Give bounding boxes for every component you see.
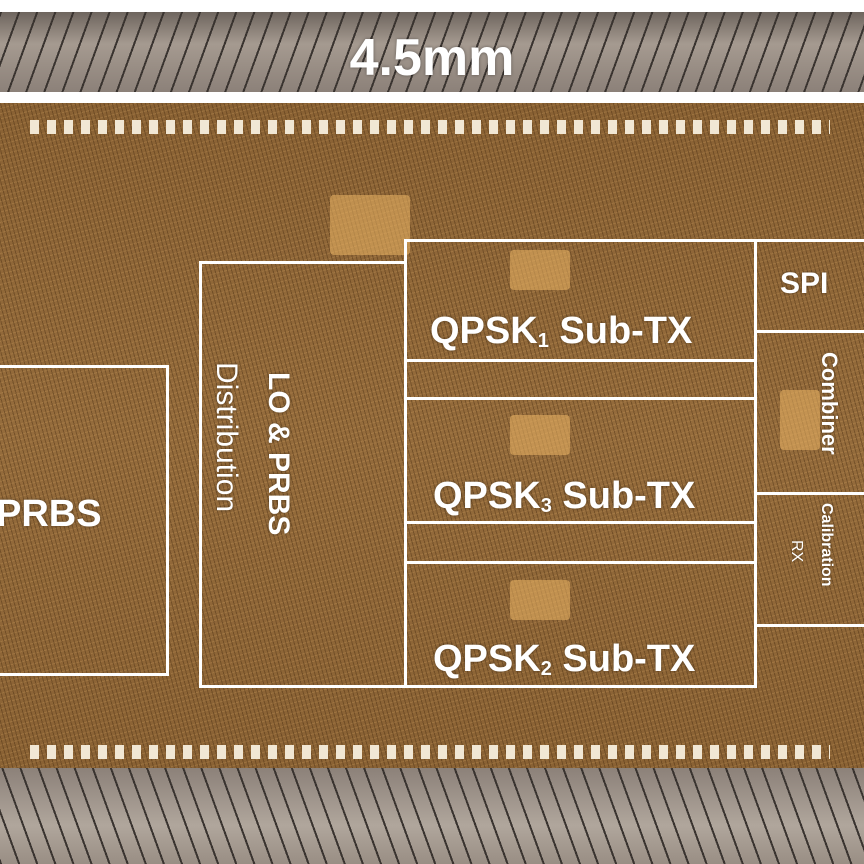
bond-wires-top (0, 12, 864, 92)
combiner-label: Combiner (817, 352, 842, 455)
scale-bar (0, 92, 864, 103)
die (0, 103, 864, 768)
lo-dist-label-1: LO & PRBS (262, 372, 295, 536)
circuit-tx2 (510, 580, 570, 620)
prbs-label: PRBS (0, 493, 102, 535)
qpsk1-sub: 1 (537, 330, 549, 352)
spi-label: SPI (780, 267, 829, 300)
calibration-label-2: RX (788, 540, 805, 563)
circuit-lo (330, 195, 410, 255)
qpsk3-label: QPSK3 Sub-TX (433, 475, 695, 518)
calibration-label-1: Calibration (818, 503, 835, 587)
pad-row-bottom (30, 745, 830, 759)
qpsk1-label: QPSK1 Sub-TX (430, 310, 692, 353)
qpsk2-label: QPSK2 Sub-TX (433, 638, 695, 681)
circuit-tx1 (510, 250, 570, 290)
combiner-block (754, 330, 864, 495)
prbs-block (0, 365, 169, 676)
circuit-tx3 (510, 415, 570, 455)
lo-dist-label-2: Distribution (210, 362, 243, 513)
qpsk1-name: QPSK (430, 310, 538, 352)
spacer-block (404, 521, 757, 564)
circuit-combiner (780, 390, 820, 450)
qpsk3-suffix: Sub-TX (551, 475, 696, 517)
qpsk2-sub: 2 (540, 658, 552, 680)
calibration-rx-block (754, 492, 864, 627)
spacer-block (404, 359, 757, 400)
qpsk1-suffix: Sub-TX (548, 310, 693, 352)
qpsk2-suffix: Sub-TX (551, 638, 696, 680)
qpsk2-name: QPSK (433, 638, 541, 680)
qpsk3-sub: 3 (540, 495, 552, 517)
bond-wires-bottom (0, 768, 864, 864)
pad-row-top (30, 120, 830, 134)
qpsk3-name: QPSK (433, 475, 541, 517)
scale-label: 4.5mm (349, 29, 515, 87)
